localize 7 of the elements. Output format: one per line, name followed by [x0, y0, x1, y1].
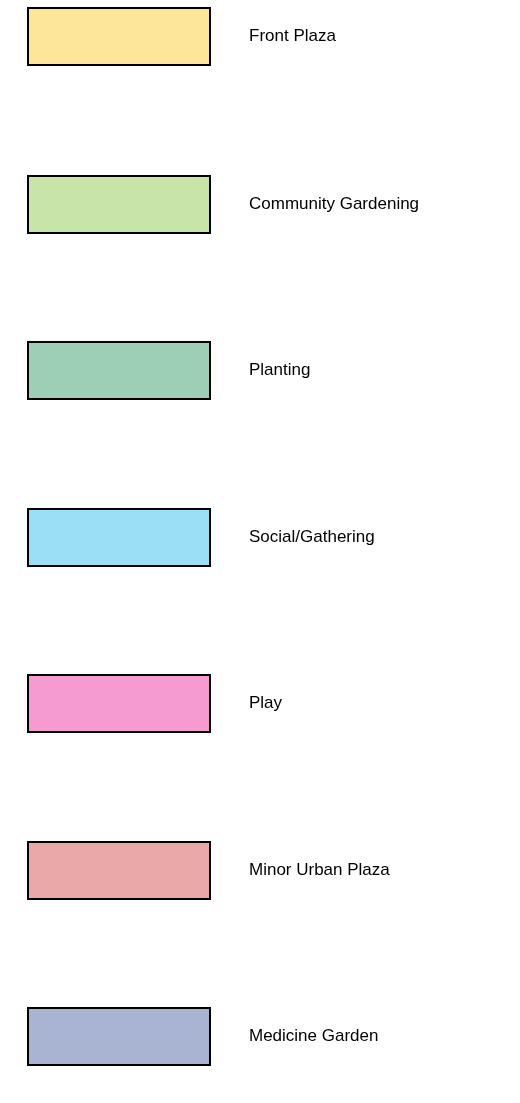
- legend-label: Minor Urban Plaza: [249, 860, 390, 880]
- legend-label: Community Gardening: [249, 194, 420, 214]
- legend-label: Play: [249, 693, 283, 713]
- legend-label: Social/Gathering: [249, 527, 375, 547]
- legend-label: Planting: [249, 360, 311, 380]
- legend-label: Medicine Garden: [249, 1026, 379, 1046]
- legend-label: Front Plaza: [249, 26, 336, 46]
